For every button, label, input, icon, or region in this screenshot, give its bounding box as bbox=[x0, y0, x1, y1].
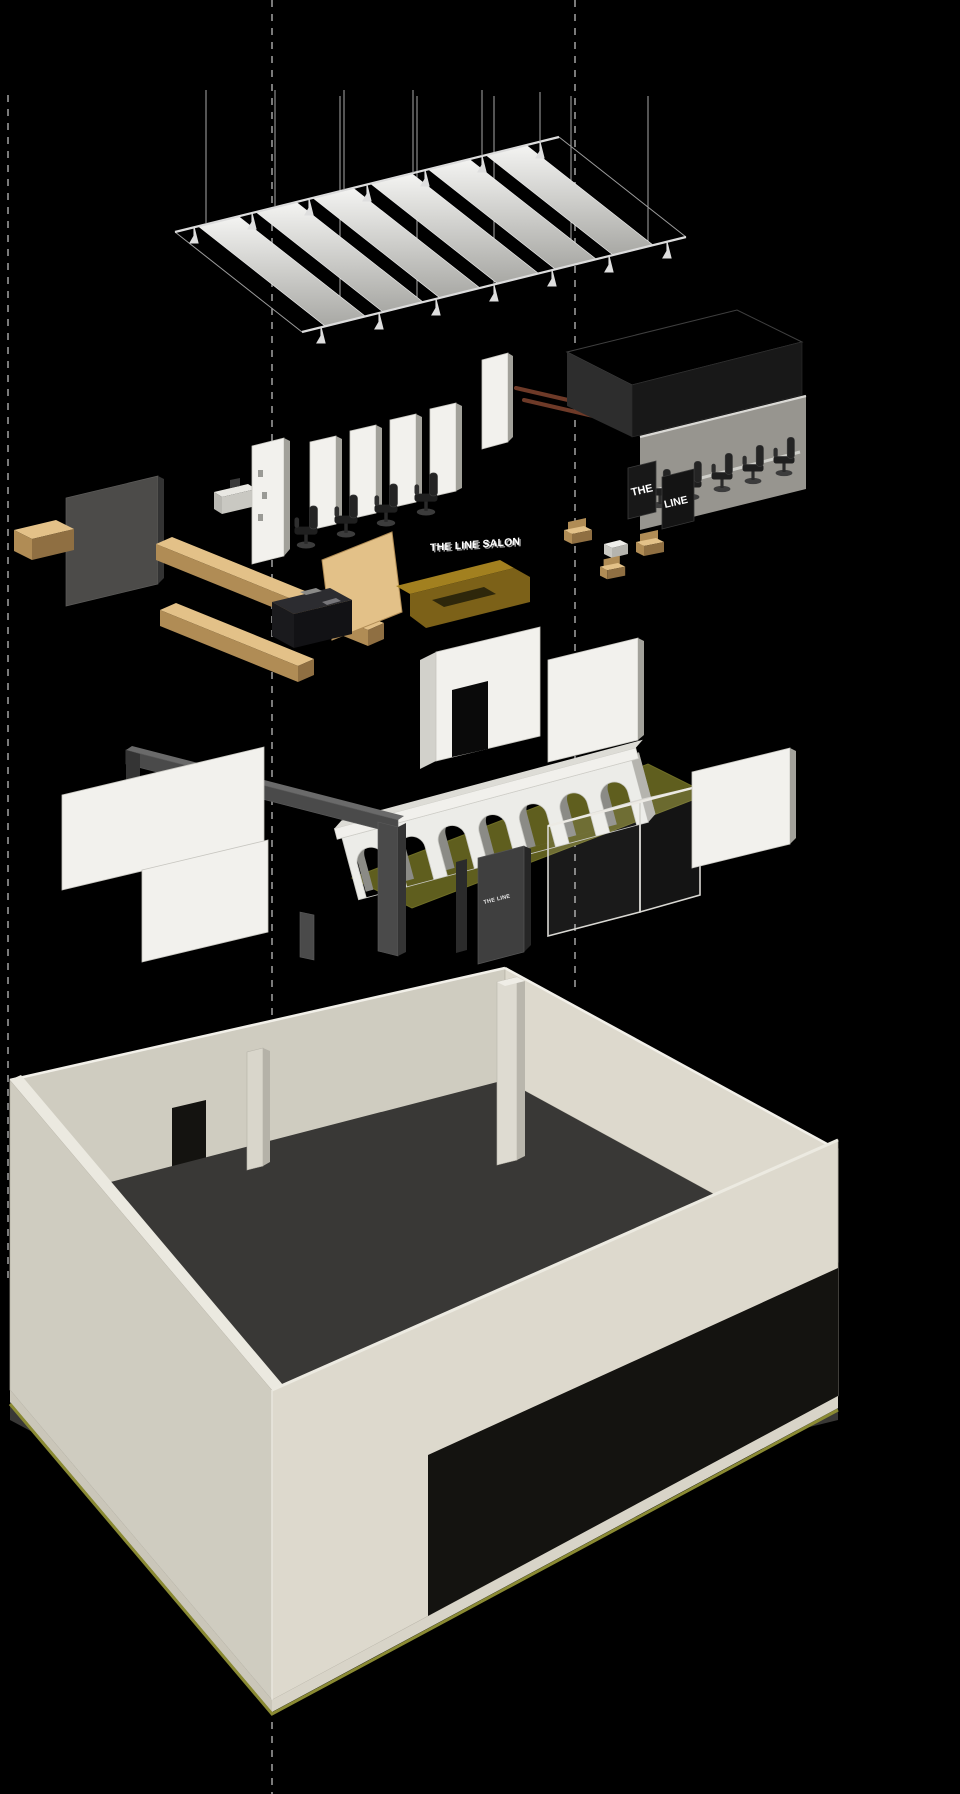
mirror-station-3 bbox=[389, 413, 422, 509]
front-wall-top-edge bbox=[271, 1138, 839, 1392]
arcade-end-cap bbox=[631, 752, 656, 823]
light-fixtures bbox=[189, 141, 672, 344]
styling-chair bbox=[293, 505, 319, 550]
arcade-cornice bbox=[333, 747, 639, 840]
ceiling-light-grid-layer bbox=[174, 90, 687, 344]
walls-layer: THE LINE bbox=[61, 626, 796, 965]
front-left-wall-top-face bbox=[10, 1075, 283, 1390]
gold-counter bbox=[396, 560, 530, 628]
sign-right-label: LINE bbox=[663, 494, 689, 511]
salon-name-3d-text: THE LINE SALON THE LINE SALON bbox=[430, 536, 522, 556]
light-rail-back bbox=[301, 235, 687, 334]
glass-partition bbox=[547, 784, 701, 938]
guide-lines bbox=[7, 0, 576, 1794]
wall-top-edge bbox=[9, 966, 506, 1082]
grid-end-frame bbox=[174, 231, 303, 333]
furniture-layer: THE LINE bbox=[14, 309, 807, 682]
lounge-table bbox=[604, 540, 628, 558]
wall-panel-left-b bbox=[141, 839, 269, 963]
reception-desk-dark bbox=[272, 588, 352, 648]
cash-register bbox=[322, 598, 341, 605]
lounge-chair bbox=[636, 530, 664, 556]
wall-top-edge bbox=[504, 966, 839, 1152]
soffit-box bbox=[565, 309, 804, 438]
portal-small-post bbox=[299, 911, 315, 961]
lounge-chair bbox=[564, 518, 592, 544]
sign-board-right: LINE bbox=[661, 468, 695, 530]
cash-register bbox=[300, 588, 322, 595]
portal-right-post bbox=[377, 821, 399, 957]
dark-wall-panel-left bbox=[65, 475, 164, 607]
door-wall-white bbox=[420, 626, 541, 769]
tall-door-panel bbox=[481, 352, 513, 450]
suspension-wires-front bbox=[205, 90, 541, 224]
slab-accent-line bbox=[8, 1403, 839, 1716]
arcade bbox=[333, 739, 656, 901]
lounge-chair bbox=[600, 555, 626, 580]
arcade-cornice-top bbox=[334, 739, 643, 829]
grid-end-frame bbox=[558, 136, 687, 238]
column-left bbox=[246, 1047, 270, 1171]
light-rail-front bbox=[174, 135, 560, 234]
retail-counter bbox=[214, 478, 256, 514]
wall-panel-right bbox=[691, 747, 796, 869]
sign-left-label: THE bbox=[630, 482, 654, 499]
door-opening bbox=[452, 681, 488, 757]
tan-bench-far-left bbox=[14, 520, 74, 560]
storefront-opening bbox=[428, 1268, 838, 1616]
base-shell-layer bbox=[8, 966, 839, 1716]
slab-edge-right bbox=[272, 1396, 838, 1712]
banquette-slab-lower bbox=[160, 603, 314, 682]
slab-edge-left bbox=[10, 1390, 272, 1712]
column-back bbox=[496, 976, 525, 1166]
thin-dark-slab bbox=[456, 859, 467, 953]
sign-board-left: THE bbox=[627, 460, 657, 520]
reception-panel bbox=[251, 437, 290, 565]
line-door-panel: THE LINE bbox=[456, 845, 531, 965]
wall-panel-white bbox=[547, 637, 644, 763]
